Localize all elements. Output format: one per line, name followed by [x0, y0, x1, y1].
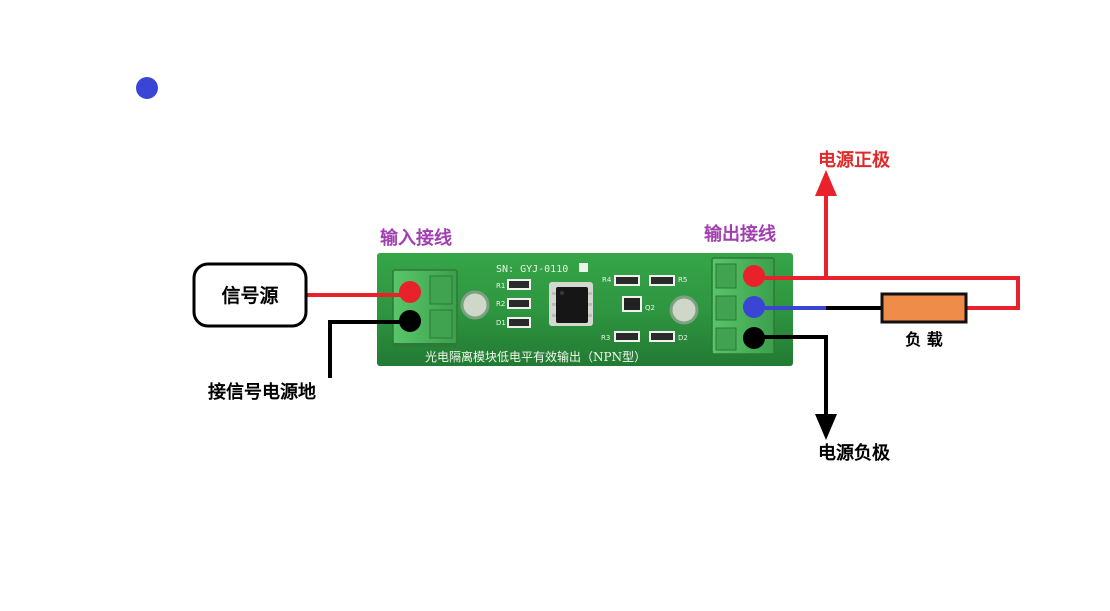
board-serial: SN: GYJ-0110 — [496, 264, 568, 275]
input-terminal-block — [392, 269, 458, 347]
load-label: 负 载 — [905, 330, 943, 349]
wires — [306, 192, 1020, 420]
arrow-up-icon — [815, 170, 837, 196]
output-positive-terminal — [743, 265, 765, 287]
output-ground-terminal — [743, 327, 765, 349]
label-r2: R2 — [496, 300, 505, 308]
mounting-hole-right — [669, 295, 699, 325]
label-r1: R1 — [496, 282, 505, 290]
power-negative-label: 电源负极 — [818, 442, 891, 464]
label-d2: D2 — [678, 334, 688, 342]
label-d1: D1 — [496, 319, 506, 327]
wire-power-negative — [754, 335, 828, 420]
optocoupler-chip — [549, 282, 593, 326]
arrow-down-icon — [815, 414, 837, 440]
signal-ground-label: 接信号电源地 — [208, 381, 316, 403]
label-r5: R5 — [678, 276, 687, 284]
blue-dot-icon — [136, 77, 158, 99]
input-wiring-label: 输入接线 — [380, 227, 452, 249]
board-title: 光电隔离模块低电平有效输出（NPN型） — [425, 349, 646, 364]
isolation-module-board: SN: GYJ-0110 R1 R2 D1 — [377, 253, 793, 366]
label-r3: R3 — [601, 334, 610, 342]
mounting-hole-left — [460, 290, 490, 320]
input-ground-terminal — [399, 310, 421, 332]
wire-signal-ground — [328, 320, 410, 378]
label-q2: Q2 — [645, 304, 655, 312]
input-positive-terminal — [399, 281, 421, 303]
output-wiring-label: 输出接线 — [704, 223, 776, 245]
signal-source-box — [192, 262, 308, 328]
power-positive-label: 电源正极 — [818, 149, 891, 171]
smd-components-left — [507, 279, 531, 328]
label-r4: R4 — [602, 276, 612, 284]
output-signal-terminal — [743, 296, 765, 318]
wire-load-positive — [754, 276, 1020, 310]
smd-components-right — [614, 275, 675, 342]
silkscreen-square — [579, 263, 588, 272]
signal-source-label: 信号源 — [221, 284, 278, 307]
load-resistor — [880, 292, 968, 324]
